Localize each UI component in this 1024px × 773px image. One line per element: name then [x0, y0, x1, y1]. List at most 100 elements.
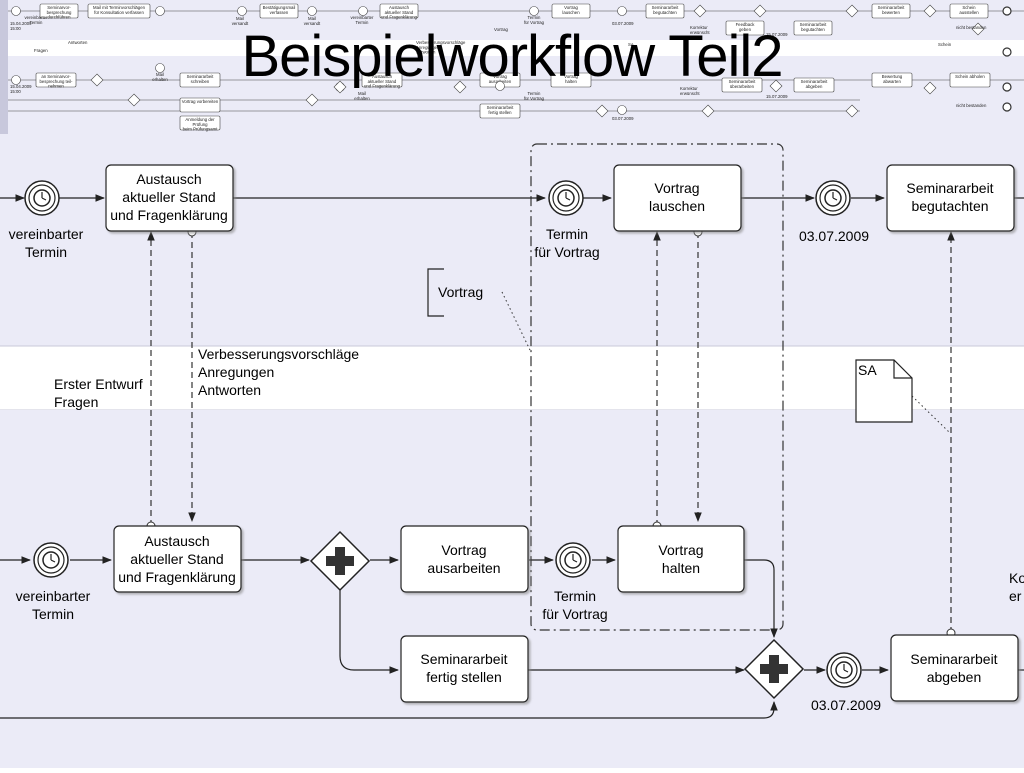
slide-title: Beispielworkflow Teil2	[241, 24, 783, 89]
thumb-label: Vortrag	[494, 27, 508, 32]
text-annotation	[427, 268, 444, 317]
thumb-gateway	[693, 4, 707, 18]
thumb-clock-icon	[237, 6, 247, 16]
thumb-clock-icon	[358, 6, 368, 16]
thumb-task	[721, 77, 763, 93]
thumb-end-event	[1002, 82, 1012, 92]
thumb-task	[87, 3, 151, 19]
thumb-task	[725, 20, 765, 36]
thumb-clock-icon	[155, 6, 165, 16]
thumb-gateway	[90, 73, 104, 87]
thumb-label: Schein abholen	[955, 74, 985, 79]
flow-bot-6	[744, 559, 778, 638]
task-vortrag-lauschen[interactable]	[613, 164, 742, 232]
timer-event-vereinbarter-termin-top	[24, 180, 60, 216]
thumb-clock-icon	[155, 63, 165, 73]
thumb-label: nicht bestanden	[956, 103, 987, 108]
thumb-gateway	[923, 81, 937, 95]
thumb-end-event	[1002, 6, 1012, 16]
thumb-task	[179, 115, 221, 131]
task-seminararbeit-fertig-stellen[interactable]	[400, 635, 529, 703]
task-austausch-bottom[interactable]	[113, 525, 242, 593]
thumb-task	[379, 3, 419, 19]
thumb-task	[361, 72, 403, 88]
task-austausch-top[interactable]	[105, 164, 234, 232]
annotation-association	[501, 291, 531, 351]
task-vortrag-ausarbeiten[interactable]	[400, 525, 529, 593]
thumb-gateway	[453, 80, 467, 94]
thumb-task	[551, 3, 591, 19]
thumb-task	[179, 72, 221, 88]
plus-icon	[326, 547, 354, 575]
thumb-task	[871, 3, 911, 19]
parallel-gateway-join	[743, 638, 805, 700]
plus-icon	[760, 655, 788, 683]
event-label: 03.07.2009	[799, 228, 869, 244]
thumb-clock-icon	[529, 6, 539, 16]
thumb-gateway	[753, 4, 767, 18]
thumb-task	[793, 20, 833, 36]
thumb-gateway	[923, 4, 937, 18]
thumb-label: Schein	[938, 42, 952, 47]
task-seminararbeit-begutachten[interactable]	[886, 164, 1015, 232]
task-vortrag-halten[interactable]	[617, 525, 745, 593]
thumb-end-event	[1002, 102, 1012, 112]
task-seminararbeit-abgeben[interactable]	[890, 634, 1019, 702]
thumb-task	[39, 3, 79, 19]
thumb-clock-icon	[11, 75, 21, 85]
thumb-label: 15.07.2009	[766, 94, 788, 99]
thumb-message-band	[8, 40, 1024, 56]
thumb-task	[949, 3, 989, 19]
thumb-task	[550, 72, 592, 88]
thumb-task	[793, 77, 835, 93]
flow-bot-7	[339, 590, 399, 674]
thumb-task	[179, 97, 221, 113]
thumb-end-event	[1002, 47, 1012, 57]
timer-event-termin-vortrag-bottom	[555, 542, 591, 578]
thumb-task	[479, 103, 521, 119]
thumb-gateway	[127, 93, 141, 107]
parallel-gateway-split	[309, 530, 371, 592]
thumb-label: nicht bestanden	[956, 25, 987, 30]
thumb-label: 15.07.2009	[766, 32, 788, 37]
thumb-clock-icon	[495, 81, 505, 91]
thumb-label: SA	[628, 42, 634, 47]
message-band	[0, 346, 1024, 410]
thumb-label: Fragen	[34, 48, 48, 53]
thumb-label: an Seminarvor-besprechung teil-nehmen	[40, 74, 74, 89]
document-sa	[855, 359, 913, 423]
